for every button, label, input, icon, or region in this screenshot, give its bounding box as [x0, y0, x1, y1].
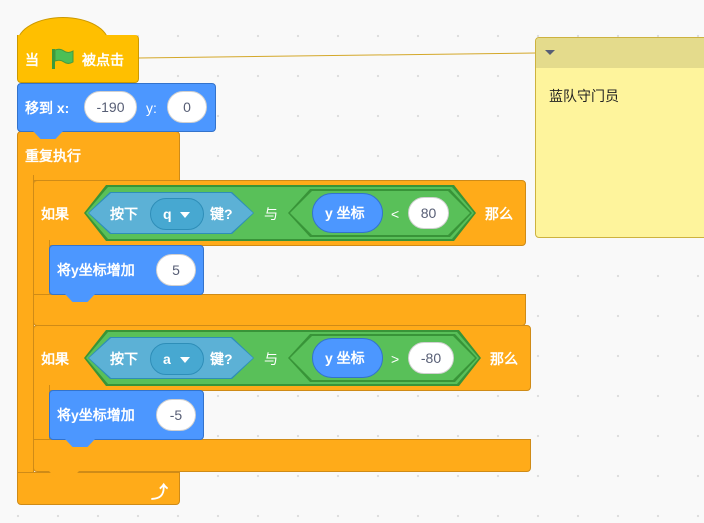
y-position-reporter[interactable]: y 坐标 — [312, 338, 383, 378]
comment-header[interactable] — [536, 38, 704, 68]
clicked-label: 被点击 — [82, 52, 124, 68]
compare-value-input[interactable]: 80 — [408, 197, 449, 229]
dropdown-arrow-icon — [180, 357, 190, 363]
dropdown-arrow-icon — [180, 212, 190, 218]
if-label: 如果 — [41, 351, 69, 367]
collapse-triangle-icon[interactable] — [545, 50, 555, 55]
y-position-reporter[interactable]: y 坐标 — [312, 193, 383, 233]
x-input[interactable]: -190 — [84, 91, 137, 123]
y-label: y: — [146, 100, 157, 116]
operator-symbol: > — [391, 351, 400, 367]
and-label: 与 — [264, 351, 278, 367]
comment-text[interactable]: 蓝队守门员 — [549, 88, 619, 104]
go-to-label: 移到 x: — [25, 100, 70, 116]
key-suffix: 键? — [210, 206, 233, 222]
key-value: a — [163, 351, 171, 367]
comment-note[interactable]: 蓝队守门员 — [535, 37, 704, 238]
change-y-input[interactable]: -5 — [156, 399, 196, 431]
key-value: q — [163, 206, 172, 222]
and-label: 与 — [264, 206, 278, 222]
key-dropdown[interactable]: a — [150, 343, 204, 375]
reporter-label: y 坐标 — [325, 350, 365, 366]
key-pressed-label: 按下 — [110, 206, 138, 222]
if-label: 如果 — [41, 206, 69, 222]
forever-label: 重复执行 — [25, 148, 81, 164]
change-y-input[interactable]: 5 — [156, 254, 196, 286]
key-suffix: 键? — [210, 351, 233, 367]
reporter-label: y 坐标 — [325, 205, 365, 221]
compare-value-input[interactable]: -80 — [408, 342, 454, 374]
change-y-label: 将y坐标增加 — [57, 262, 135, 278]
y-input[interactable]: 0 — [167, 91, 207, 123]
when-label: 当 — [25, 52, 39, 68]
then-label: 那么 — [485, 206, 513, 222]
operator-symbol: < — [391, 206, 400, 222]
key-dropdown[interactable]: q — [150, 198, 204, 230]
key-pressed-label: 按下 — [110, 351, 138, 367]
loop-arrow-icon: ⤴ — [151, 483, 168, 502]
green-flag-icon — [52, 48, 74, 69]
then-label: 那么 — [490, 351, 518, 367]
change-y-label: 将y坐标增加 — [57, 407, 135, 423]
